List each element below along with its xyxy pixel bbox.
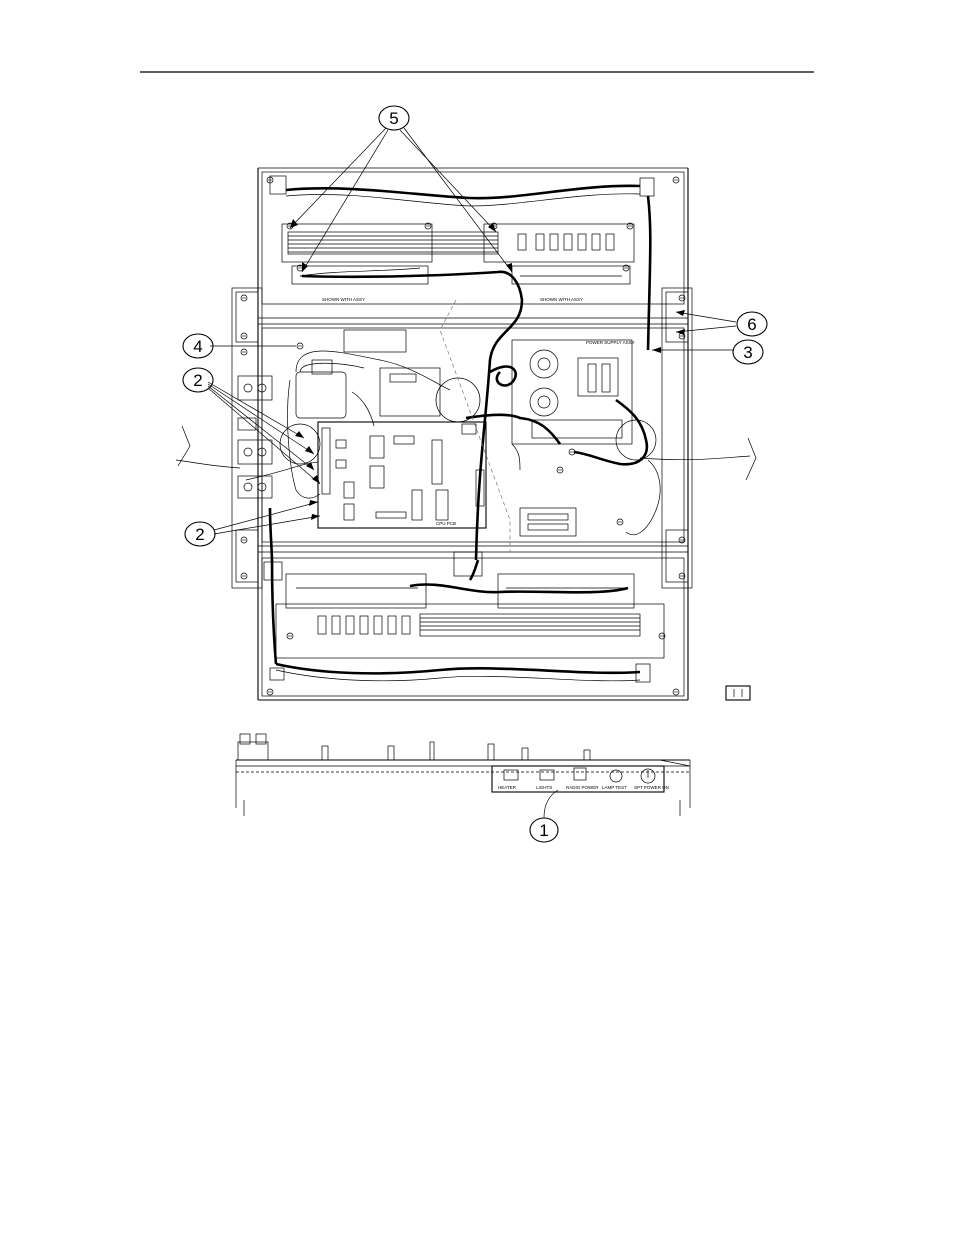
upper-ribbon-cable bbox=[287, 231, 499, 255]
mounting-screws bbox=[240, 176, 686, 696]
middle-wire-harness bbox=[175, 350, 751, 536]
side-view bbox=[235, 733, 691, 816]
screw-head bbox=[678, 536, 686, 544]
center-plate bbox=[379, 367, 441, 417]
switch-label-lamp-test: LAMP TEST bbox=[602, 785, 627, 790]
right-break-mark bbox=[745, 437, 757, 481]
switch-label-spt-power-on: SPT POWER ON bbox=[634, 785, 669, 790]
cpu-board-connectors bbox=[321, 423, 485, 521]
callout-3: 3 bbox=[732, 339, 764, 365]
callout-3-label: 3 bbox=[743, 343, 752, 362]
lower-relay-chips bbox=[317, 615, 411, 635]
switch-label-heater: HEATER bbox=[498, 785, 517, 790]
upper-right-card-marking: SHOWN WITH ASSY bbox=[540, 297, 583, 302]
screw-head bbox=[240, 332, 248, 340]
screw-head bbox=[678, 294, 686, 302]
callout-2-lower: 2 bbox=[184, 521, 216, 547]
screw-head bbox=[240, 348, 248, 356]
switch-label-lights: LIGHTS bbox=[536, 785, 552, 790]
terminal-blocks bbox=[237, 375, 273, 499]
cpu-header-connector bbox=[389, 373, 417, 383]
screw-head bbox=[616, 518, 624, 526]
callout-1: 1 bbox=[529, 817, 559, 843]
cover-hidden-outline bbox=[439, 299, 511, 552]
callout-2-upper: 2 bbox=[182, 367, 214, 393]
callout-leaders bbox=[207, 127, 737, 819]
screw-head bbox=[240, 294, 248, 302]
screw-head bbox=[556, 466, 564, 474]
callout-4: 4 bbox=[182, 333, 214, 359]
lower-ribbon-cable bbox=[419, 613, 641, 637]
screw-head bbox=[622, 264, 630, 272]
screw-head bbox=[266, 688, 274, 696]
screw-head bbox=[672, 176, 680, 184]
screw-head bbox=[286, 632, 294, 640]
cpu-board-marking: CPU PCB bbox=[436, 521, 456, 526]
screw-head bbox=[672, 688, 680, 696]
part-symbol bbox=[725, 685, 751, 701]
power-supply-marking: POWER SUPPLY ASSY bbox=[586, 340, 635, 345]
screw-head bbox=[424, 222, 432, 230]
callout-2-upper-label: 2 bbox=[193, 371, 202, 390]
upper-wire-harness bbox=[285, 184, 652, 561]
switch-panel bbox=[491, 765, 665, 793]
relay-housing bbox=[295, 329, 407, 419]
caution-label bbox=[519, 507, 577, 537]
lower-left-clamp bbox=[263, 561, 283, 581]
upper-relay-chips bbox=[517, 233, 615, 251]
center-grommet bbox=[435, 377, 481, 423]
switch-label-radio-power: RADIO POWER bbox=[566, 785, 599, 790]
callout-4-label: 4 bbox=[193, 337, 202, 356]
callout-1-label: 1 bbox=[539, 821, 548, 840]
screw-head bbox=[626, 222, 634, 230]
chassis-outline bbox=[231, 167, 693, 701]
lower-display-module bbox=[275, 551, 665, 659]
cpu-board: CPU PCB bbox=[317, 421, 487, 529]
screw-head bbox=[240, 536, 248, 544]
callout-6-label: 6 bbox=[747, 315, 756, 334]
callout-6: 6 bbox=[736, 311, 768, 337]
right-grommet bbox=[615, 419, 657, 461]
callout-2-lower-label: 2 bbox=[195, 525, 204, 544]
left-break-mark bbox=[177, 425, 191, 467]
power-supply: POWER SUPPLY ASSY bbox=[511, 339, 635, 537]
callout-5: 5 bbox=[378, 105, 410, 131]
upper-left-card-marking: SHOWN WITH ASSY bbox=[322, 297, 365, 302]
screw-head bbox=[296, 342, 304, 350]
lower-right-clamp bbox=[635, 663, 651, 683]
screw-head bbox=[658, 632, 666, 640]
screw-head bbox=[678, 572, 686, 580]
screw-head bbox=[240, 572, 248, 580]
left-grommet bbox=[279, 423, 321, 465]
callout-5-label: 5 bbox=[389, 109, 398, 128]
callout-arrowheads bbox=[290, 219, 685, 520]
lower-left-connector bbox=[269, 667, 285, 681]
lower-wire-harness bbox=[268, 507, 641, 682]
